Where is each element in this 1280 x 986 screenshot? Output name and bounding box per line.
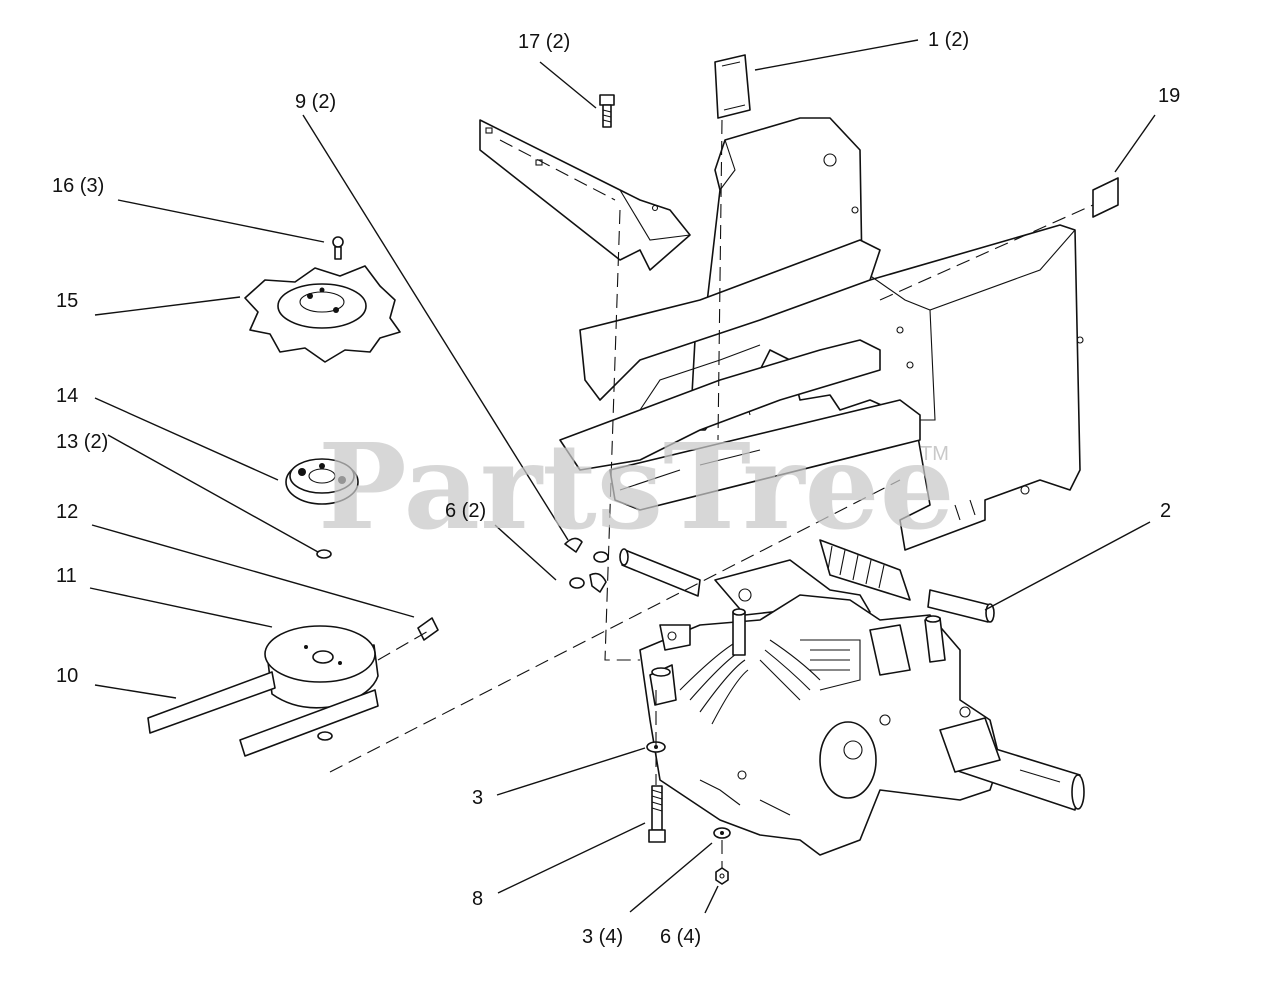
callout-8: 8 (472, 888, 483, 910)
frame-assembly (559, 117, 1084, 551)
callout-3-4: 3 (4) (582, 926, 623, 948)
washer-part-3 (646, 741, 731, 839)
callout-17: 17 (2) (518, 31, 570, 53)
callout-19: 19 (1158, 85, 1180, 107)
alignment-lines (329, 119, 1094, 868)
pulley-part-11 (264, 625, 379, 709)
decal-part-19 (1092, 177, 1119, 218)
callout-6-4: 6 (4) (660, 926, 701, 948)
callout-1: 1 (2) (928, 29, 969, 51)
callout-2: 2 (1160, 500, 1171, 522)
screw-part-16 (332, 236, 344, 260)
bushing-part-1 (714, 54, 751, 119)
watermark-text: PartsTree (318, 417, 955, 556)
callout-12: 12 (56, 501, 78, 523)
callout-15: 15 (56, 290, 78, 312)
retaining-ring-part-13 (316, 549, 333, 741)
belt-part-10 (147, 671, 379, 757)
mounting-bracket (479, 119, 691, 271)
callout-10: 10 (56, 665, 78, 687)
watermark: PartsTree TM (318, 417, 955, 556)
fan-part-15 (244, 265, 401, 363)
nut-part-6 (715, 867, 729, 885)
transaxle-part-2 (619, 539, 1085, 856)
callout-11: 11 (56, 565, 77, 587)
callout-6-2: 6 (2) (445, 500, 486, 522)
clip-part-9 (564, 537, 609, 593)
hub-part-14 (285, 458, 359, 505)
bolt-part-17 (599, 94, 615, 128)
callout-3: 3 (472, 787, 483, 809)
callout-16: 16 (3) (52, 175, 104, 197)
callout-13: 13 (2) (56, 431, 108, 453)
bolt-part-12 (417, 617, 439, 641)
callout-14: 14 (56, 385, 78, 407)
bolt-part-8 (648, 785, 666, 843)
callout-labels: 1 (2) 2 3 3 (4) 6 (2) 6 (4) 8 9 (2) 10 1… (52, 29, 1180, 948)
leader-lines (89, 39, 1156, 914)
callout-9: 9 (2) (295, 91, 336, 113)
watermark-trademark: TM (920, 443, 949, 465)
